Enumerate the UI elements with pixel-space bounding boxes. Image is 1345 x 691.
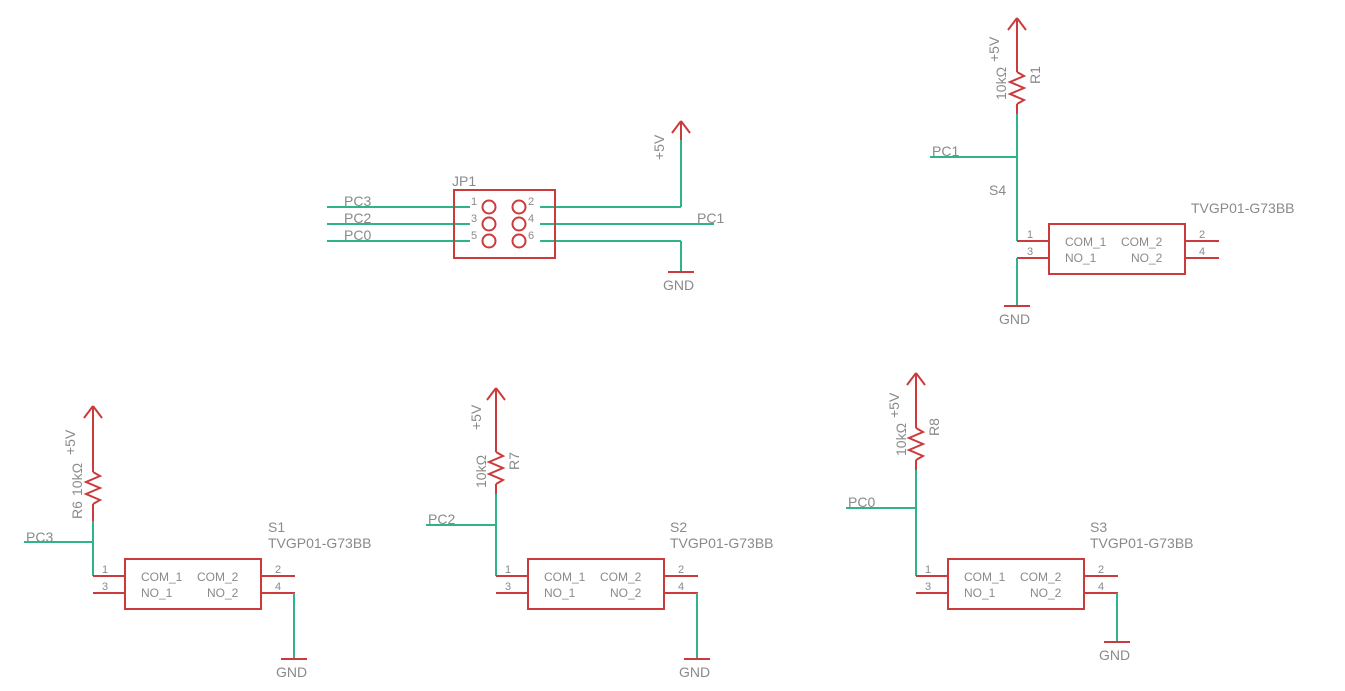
switch-part: TVGP01-G73BB — [268, 535, 372, 551]
switch-s4-block: +5V 10kΩ R1 PC1 S4 TVGP01-G73BB COM_1 CO… — [930, 17, 1295, 327]
header-pin-number: 1 — [471, 196, 477, 208]
vcc-label: +5V — [986, 36, 1002, 62]
net-label-pc0: PC0 — [848, 494, 875, 510]
resistor-ref: R1 — [1027, 66, 1043, 84]
resistor-value: 10kΩ — [473, 455, 489, 488]
header-pin-number: 4 — [528, 213, 534, 225]
switch-ref: S2 — [670, 519, 687, 535]
switch-s4-body — [1048, 223, 1186, 275]
switch-pin-number: 3 — [925, 581, 931, 593]
resistor-value: 10kΩ — [893, 423, 909, 456]
gnd-label: GND — [999, 311, 1030, 327]
net-label-pc1: PC1 — [932, 143, 959, 159]
resistor-r1-icon — [1007, 71, 1027, 105]
switch-pin-number: 2 — [1199, 229, 1205, 241]
switch-label: NO_1 — [141, 586, 173, 600]
switch-pin-number: 1 — [925, 564, 931, 576]
header-pin — [511, 199, 527, 215]
vcc-arrow-icon — [486, 387, 506, 445]
switch-ref: S1 — [268, 519, 285, 535]
switch-pin-number: 1 — [505, 564, 511, 576]
switch-label: COM_1 — [141, 570, 183, 584]
switch-part: TVGP01-G73BB — [670, 535, 774, 551]
net-label-pc3: PC3 — [344, 193, 371, 209]
resistor-value: 10kΩ — [993, 67, 1009, 100]
header-pin-number: 2 — [528, 196, 534, 208]
resistor-ref: R6 — [69, 501, 85, 519]
switch-label: NO_1 — [544, 586, 576, 600]
switch-label: COM_2 — [197, 570, 239, 584]
net-label-pc2: PC2 — [428, 511, 455, 527]
switch-ref: S3 — [1090, 519, 1107, 535]
header-pin — [511, 216, 527, 232]
resistor-r7-icon — [486, 451, 506, 485]
header-pin — [481, 233, 497, 249]
switch-s2-body — [527, 558, 665, 610]
switch-label: NO_2 — [1131, 251, 1163, 265]
switch-pin-number: 4 — [1098, 581, 1104, 593]
vcc-arrow-icon — [906, 372, 926, 420]
switch-pin-number: 1 — [1027, 229, 1033, 241]
switch-part: TVGP01-G73BB — [1090, 535, 1194, 551]
resistor-ref: R7 — [506, 452, 522, 470]
switch-pin-number: 3 — [505, 581, 511, 593]
switch-label: NO_2 — [610, 586, 642, 600]
switch-label: COM_1 — [544, 570, 586, 584]
switch-pin-number: 4 — [678, 581, 684, 593]
switch-label: NO_1 — [1065, 251, 1097, 265]
switch-pin-number: 2 — [275, 564, 281, 576]
header-ref: JP1 — [452, 173, 476, 189]
header-pin-number: 3 — [471, 213, 477, 225]
vcc-arrow-icon — [1007, 17, 1027, 62]
net-label-pc2: PC2 — [344, 210, 371, 226]
vcc-arrow-icon — [671, 120, 691, 140]
switch-s1-body — [124, 558, 262, 610]
switch-ref: S4 — [989, 182, 1006, 198]
vcc-label: +5V — [886, 392, 902, 418]
switch-pin-number: 4 — [1199, 246, 1205, 258]
vcc-label: +5V — [651, 134, 667, 160]
switch-s1-block: +5V 10kΩ R6 PC3 S1 TVGP01-G73BB COM_1 CO… — [24, 405, 372, 680]
switch-s3-body — [947, 558, 1085, 610]
switch-part: TVGP01-G73BB — [1191, 200, 1295, 216]
vcc-label: +5V — [468, 404, 484, 430]
switch-label: NO_2 — [207, 586, 239, 600]
header-pin-number: 5 — [471, 230, 477, 242]
net-label-pc3: PC3 — [26, 529, 53, 545]
vcc-arrow-icon — [83, 405, 103, 460]
net-label-pc1: PC1 — [697, 210, 724, 226]
switch-s2-block: +5V 10kΩ R7 PC2 S2 TVGP01-G73BB COM_1 CO… — [426, 387, 774, 680]
header-pin — [481, 216, 497, 232]
switch-pin-number: 3 — [1027, 246, 1033, 258]
gnd-label: GND — [1099, 647, 1130, 663]
switch-label: COM_1 — [964, 570, 1006, 584]
header-pin-number: 6 — [528, 230, 534, 242]
switch-pin-number: 3 — [102, 581, 108, 593]
resistor-r6-icon — [83, 471, 103, 505]
switch-label: COM_2 — [600, 570, 642, 584]
gnd-label: GND — [276, 664, 307, 680]
header-pin — [511, 233, 527, 249]
header-jp1: JP1 1 2 3 4 5 6 PC3 PC2 PC0 PC1 +5V GND — [327, 120, 724, 293]
switch-pin-number: 1 — [102, 564, 108, 576]
switch-label: COM_1 — [1065, 235, 1107, 249]
switch-label: NO_1 — [964, 586, 996, 600]
switch-s3-block: +5V 10kΩ R8 PC0 S3 TVGP01-G73BB COM_1 CO… — [846, 372, 1194, 663]
resistor-ref: R8 — [926, 418, 942, 436]
header-pin — [481, 199, 497, 215]
switch-pin-number: 2 — [1098, 564, 1104, 576]
resistor-value: 10kΩ — [69, 463, 85, 496]
switch-label: COM_2 — [1020, 570, 1062, 584]
gnd-label: GND — [663, 277, 694, 293]
switch-label: COM_2 — [1121, 235, 1163, 249]
resistor-r8-icon — [906, 427, 926, 461]
switch-pin-number: 4 — [275, 581, 281, 593]
header-body — [453, 189, 556, 259]
vcc-label: +5V — [62, 429, 78, 455]
net-label-pc0: PC0 — [344, 227, 371, 243]
switch-label: NO_2 — [1030, 586, 1062, 600]
gnd-label: GND — [679, 664, 710, 680]
switch-pin-number: 2 — [678, 564, 684, 576]
